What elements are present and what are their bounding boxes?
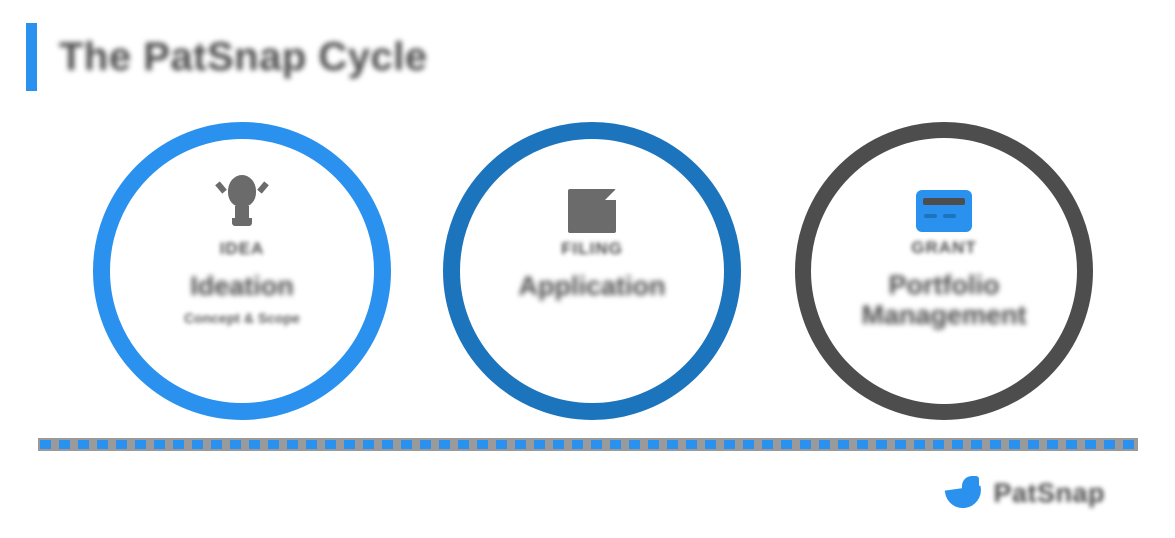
step-circle-2[interactable]: FILING Application xyxy=(443,122,741,420)
card-icon xyxy=(916,170,972,232)
timeline-dashes xyxy=(40,440,1136,449)
step-1-subtitle: Concept & Scope xyxy=(184,310,300,327)
logo-text: PatSnap xyxy=(993,477,1105,508)
document-icon xyxy=(568,171,616,233)
step-circle-3[interactable]: GRANT Portfolio Management xyxy=(795,122,1093,420)
step-2-heading: Application xyxy=(518,271,666,301)
logo-mark-icon xyxy=(945,476,984,511)
step-2-kicker: FILING xyxy=(561,239,623,258)
slide-header: The PatSnap Cycle xyxy=(26,22,428,92)
brand-logo: PatSnap xyxy=(945,472,1105,514)
title-accent-bar xyxy=(26,23,37,91)
step-1-kicker: IDEA xyxy=(219,239,265,258)
timeline-track xyxy=(38,438,1138,451)
page-title: The PatSnap Cycle xyxy=(59,35,428,79)
step-circles-row: IDEA Ideation Concept & Scope FILING App… xyxy=(0,122,1175,432)
step-circle-1[interactable]: IDEA Ideation Concept & Scope xyxy=(93,122,391,420)
step-3-kicker: GRANT xyxy=(911,238,977,257)
step-3-heading: Portfolio Management xyxy=(861,270,1027,331)
lightbulb-icon xyxy=(215,171,269,233)
step-1-heading: Ideation xyxy=(190,271,294,301)
